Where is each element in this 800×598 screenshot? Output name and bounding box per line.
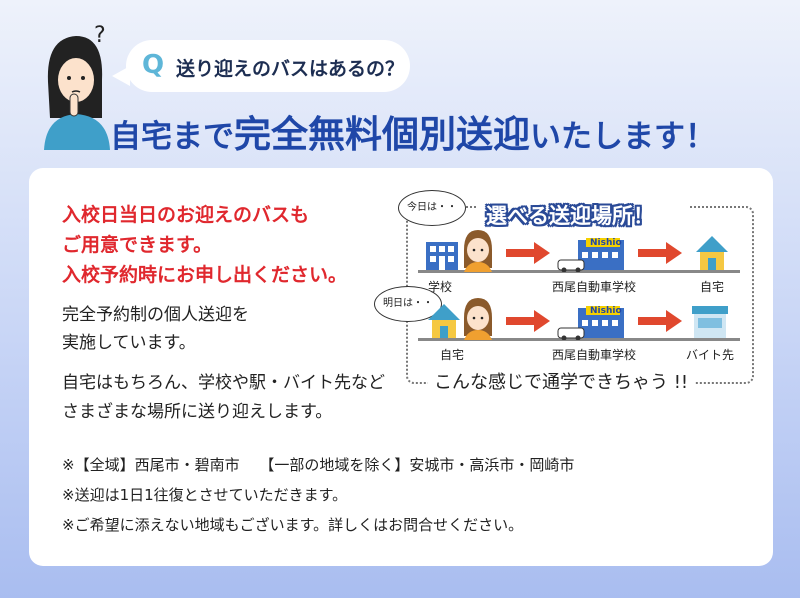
highlight-line-2: ご用意できます。	[62, 234, 213, 256]
diagram-caption: こんな感じで通学できちゃう !!	[428, 368, 695, 394]
note-line-1: ※【全域】西尾市・碧南市 【一部の地域を除く】安城市・高浜市・岡崎市	[62, 456, 575, 474]
row1-via-label: 西尾自動車学校	[552, 280, 637, 294]
school-sign-row2: Nishio	[590, 306, 622, 316]
headline-part1: 自宅まで	[110, 119, 234, 155]
row2-from-label: 自宅	[440, 348, 465, 362]
store-icon	[692, 306, 728, 338]
body-line-4: さまざまな場所に送り迎えします。	[62, 402, 333, 422]
row1-from-label: 学校	[428, 280, 453, 294]
highlight-line-3: 入校予約時にお申し出ください。	[62, 264, 348, 286]
info-card	[29, 168, 773, 566]
row2-arrow-1	[506, 310, 550, 332]
headline: 自宅まで完全無料個別送迎いたします！	[110, 104, 716, 158]
row2-arrow-2	[638, 310, 682, 332]
row1-to-label: 自宅	[700, 280, 725, 294]
driving-school-icon	[557, 238, 624, 272]
highlight-line-1: 入校日当日のお迎えのバスも	[62, 204, 310, 226]
school-sign-row1: Nishio	[590, 238, 622, 248]
question-text: 送り迎えのバスはあるの？	[176, 58, 405, 80]
body-line-1: 完全予約制の個人送迎を	[62, 305, 249, 325]
tomorrow-bubble: 明日は・・	[374, 286, 442, 322]
diagram-title: 選べる送迎場所！	[480, 200, 660, 230]
note-line-2: ※送迎は1日1往復とさせていただきます。	[62, 486, 348, 504]
school-building-icon	[426, 242, 458, 270]
home-icon	[428, 304, 460, 338]
today-bubble: 今日は・・	[398, 190, 466, 226]
q-mark: Q	[142, 50, 165, 80]
home-icon	[696, 236, 728, 270]
note-line-3: ※ご希望に添えない地域もございます。詳しくはお問合せください。	[62, 516, 524, 534]
row1-arrow-1	[506, 242, 550, 264]
row1-arrow-2	[638, 242, 682, 264]
driving-school-icon	[557, 306, 624, 340]
svg-text:?: ?	[94, 23, 106, 48]
thinking-girl-icon: ?	[44, 23, 110, 150]
headline-part3: いたします！	[530, 119, 716, 155]
headline-part2: 完全無料個別送迎	[234, 113, 530, 156]
student-girl-icon	[464, 230, 492, 272]
row2-via-label: 西尾自動車学校	[552, 348, 637, 362]
question-bubble: Q 送り迎えのバスはあるの？	[112, 40, 410, 92]
body-line-2: 実施しています。	[62, 333, 196, 353]
body-line-3: 自宅はもちろん、学校や駅・バイト先など	[62, 373, 385, 393]
student-girl-icon	[464, 298, 492, 340]
row2-to-label: バイト先	[686, 348, 735, 362]
